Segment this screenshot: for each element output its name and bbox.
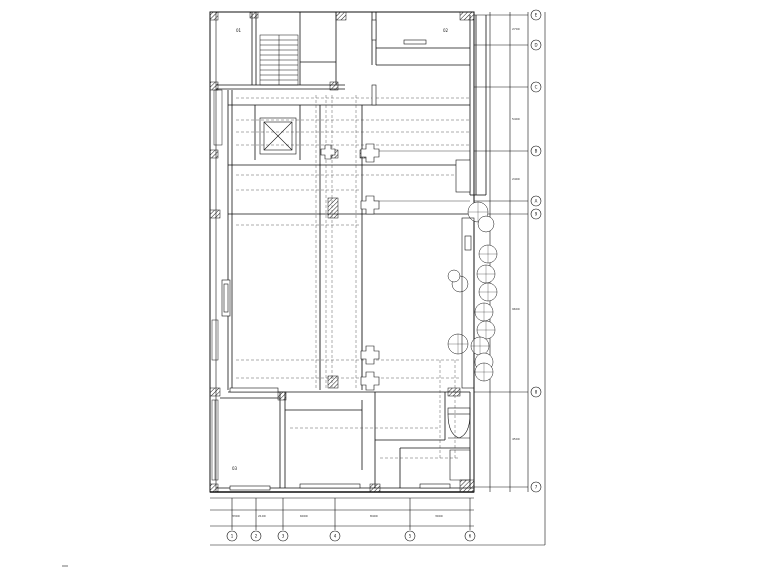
dim-text: 6000 (300, 514, 308, 518)
window-marks (221, 19, 471, 491)
dim-text: 3000 (435, 514, 443, 518)
axis-label-9: 9 (535, 212, 538, 217)
axis-label-6: 6 (469, 534, 472, 539)
dimension-lines (236, 95, 470, 460)
tree-details (448, 202, 497, 381)
axis-marker-9 (530, 208, 542, 220)
axis-label-8: 8 (535, 390, 538, 395)
columns (209, 11, 475, 493)
landscape-trees (447, 201, 498, 382)
axis-marker-A (530, 195, 542, 207)
axis-label-4: 4 (334, 534, 337, 539)
staircase (259, 34, 299, 86)
dim-text: 8400 (370, 514, 378, 518)
axis-label-A: A (535, 199, 538, 204)
room-label-03: 03 (232, 466, 238, 471)
axis-markers-right (530, 9, 542, 493)
axis-marker-7 (530, 481, 542, 493)
axis-label-E: E (535, 13, 538, 18)
axis-label-5: 5 (409, 534, 412, 539)
interior-walls (216, 12, 487, 489)
axis-labels-bottom: 1 2 3 4 5 6 (231, 534, 472, 539)
axis-marker-E (530, 9, 542, 21)
axis-label-1: 1 (231, 534, 234, 539)
dim-text: 2400 (512, 177, 520, 181)
axis-label-C: C (535, 85, 538, 90)
axis-label-2: 2 (255, 534, 258, 539)
dim-text: 9600 (512, 307, 520, 311)
left-fixtures (211, 89, 223, 481)
dim-text: 2700 (512, 27, 520, 31)
room-labels: 01 02 03 (232, 28, 449, 471)
axis-marker-D (530, 39, 542, 51)
axis-label-7: 7 (535, 485, 538, 490)
dim-text: 4500 (512, 437, 520, 441)
axis-marker-8 (530, 386, 542, 398)
axis-label-D: D (534, 43, 537, 48)
axis-labels-right: E D C B A 9 8 7 (534, 13, 537, 490)
room-label-01: 01 (236, 28, 242, 33)
cross-columns (320, 143, 380, 391)
dim-text: 2100 (258, 514, 266, 518)
dimension-texts: 3300 6000 2100 8400 3000 2700 5400 9600 … (232, 27, 520, 518)
elevator-shaft (259, 117, 297, 155)
dim-text: 5400 (512, 117, 520, 121)
planter-strip (461, 217, 475, 389)
axis-marker-C (530, 81, 542, 93)
bottom-dimension-frame (210, 498, 545, 546)
axis-marker-B (530, 145, 542, 157)
axis-label-3: 3 (282, 534, 285, 539)
leader-lines (319, 150, 470, 380)
room-label-02: 02 (443, 28, 449, 33)
axis-markers-bottom (226, 530, 476, 542)
dim-text: 3300 (232, 514, 240, 518)
entrance-doors (447, 407, 471, 481)
axis-label-B: B (535, 149, 538, 154)
